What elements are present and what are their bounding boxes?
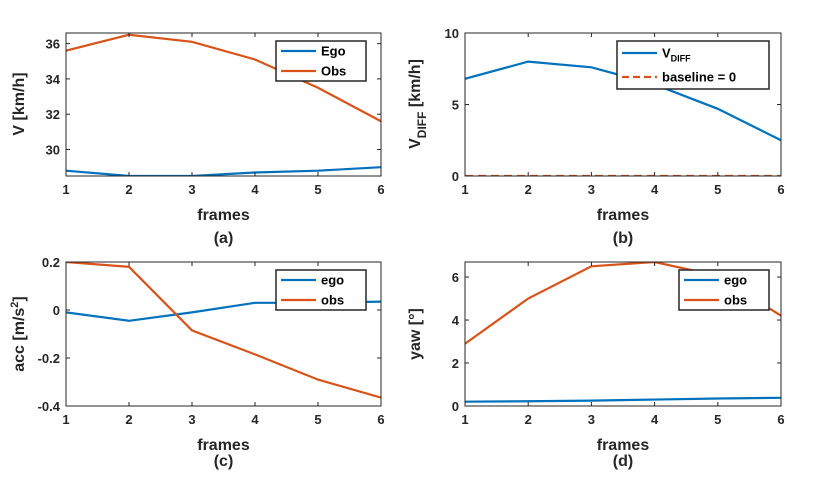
y-tick-label: 4 [452, 313, 460, 328]
x-tick-label: 6 [377, 182, 384, 197]
axes-box [464, 261, 782, 407]
panel-b: 1 2 3 4 5 6 0 5 10 frames VDIFF [km/h] (b) VDIFF base… [407, 26, 785, 247]
series-line-ego [66, 166, 381, 176]
y-tick-label: -0.2 [38, 351, 60, 366]
x-tick-label: 2 [525, 412, 532, 427]
y-axis-label: acc [m/s2] [9, 296, 28, 372]
x-tick-label: 2 [125, 182, 132, 197]
legend: ego obs [275, 269, 367, 311]
panel-d: 1 2 3 4 5 6 0 2 4 6 frames yaw [°] (d) ego obs [407, 261, 785, 470]
x-tick-label: 6 [777, 182, 784, 197]
x-axis-label: frames [197, 437, 250, 454]
x-tick-label: 2 [525, 182, 532, 197]
x-tick-label: 1 [461, 412, 468, 427]
panel-label: (d) [613, 453, 633, 470]
legend-entry-label: ego [321, 273, 344, 288]
y-tick-label: 5 [452, 98, 459, 113]
x-tick-label: 6 [777, 412, 784, 427]
legend: ego obs [678, 269, 770, 311]
axes-box [65, 32, 382, 177]
axes-box [65, 261, 382, 407]
legend-entry-label: ego [724, 273, 747, 288]
legend-box [275, 269, 367, 311]
y-tick-label: 36 [46, 37, 60, 52]
legend-box [678, 269, 770, 311]
series-line-obs [66, 262, 381, 399]
x-tick-label: 5 [314, 412, 321, 427]
y-tick-label: 0 [53, 303, 60, 318]
legend-box [616, 40, 770, 90]
x-tick-label: 1 [62, 412, 69, 427]
y-tick-label: 10 [445, 26, 459, 41]
x-tick-label: 2 [125, 412, 132, 427]
y-tick-label: 34 [46, 72, 61, 87]
series-line-obs [66, 33, 381, 123]
panel-c: 1 2 3 4 5 6 -0.4 -0.2 0 0.2 frames acc [m/s2] (c) ego… [9, 255, 385, 470]
legend-entry-label: Obs [321, 64, 346, 79]
panel-label: (c) [214, 453, 234, 470]
x-axis-label: frames [197, 207, 250, 224]
x-tick-label: 6 [377, 412, 384, 427]
panel-label: (a) [214, 230, 234, 247]
legend-entry-label: obs [724, 293, 747, 308]
y-axis-label: yaw [°] [407, 308, 424, 360]
x-tick-label: 5 [314, 182, 321, 197]
legend: VDIFF baseline = 0 [616, 40, 770, 90]
legend-entry-label: VDIFF [662, 46, 691, 64]
x-axis-label: frames [597, 437, 650, 454]
x-tick-label: 3 [188, 412, 195, 427]
x-tick-label: 4 [251, 182, 259, 197]
y-tick-label: 30 [46, 143, 60, 158]
x-tick-label: 4 [651, 182, 659, 197]
y-tick-label: 2 [452, 356, 459, 371]
x-tick-label: 4 [251, 412, 259, 427]
x-tick-label: 3 [588, 412, 595, 427]
y-tick-label: 6 [452, 270, 459, 285]
legend-box [275, 40, 367, 82]
y-tick-label: 0 [452, 399, 459, 414]
y-tick-label: -0.4 [38, 399, 61, 414]
x-tick-label: 1 [461, 182, 468, 197]
x-axis-label: frames [597, 207, 650, 224]
x-tick-label: 4 [651, 412, 659, 427]
y-tick-label: 0 [452, 169, 459, 184]
x-tick-label: 5 [714, 412, 721, 427]
y-tick-label: 0.2 [42, 255, 60, 270]
x-tick-label: 1 [62, 182, 69, 197]
legend-entry-label: baseline = 0 [662, 70, 736, 85]
x-tick-label: 5 [714, 182, 721, 197]
legend-entry-label: obs [321, 293, 344, 308]
x-tick-label: 3 [588, 182, 595, 197]
x-tick-label: 3 [188, 182, 195, 197]
y-axis-label: V [km/h] [11, 72, 28, 135]
series-line-ego [465, 396, 781, 403]
legend-entry-label: Ego [321, 44, 346, 59]
y-axis-label: VDIFF [km/h] [407, 59, 429, 149]
panel-label: (b) [613, 230, 633, 247]
y-tick-label: 32 [46, 107, 60, 122]
